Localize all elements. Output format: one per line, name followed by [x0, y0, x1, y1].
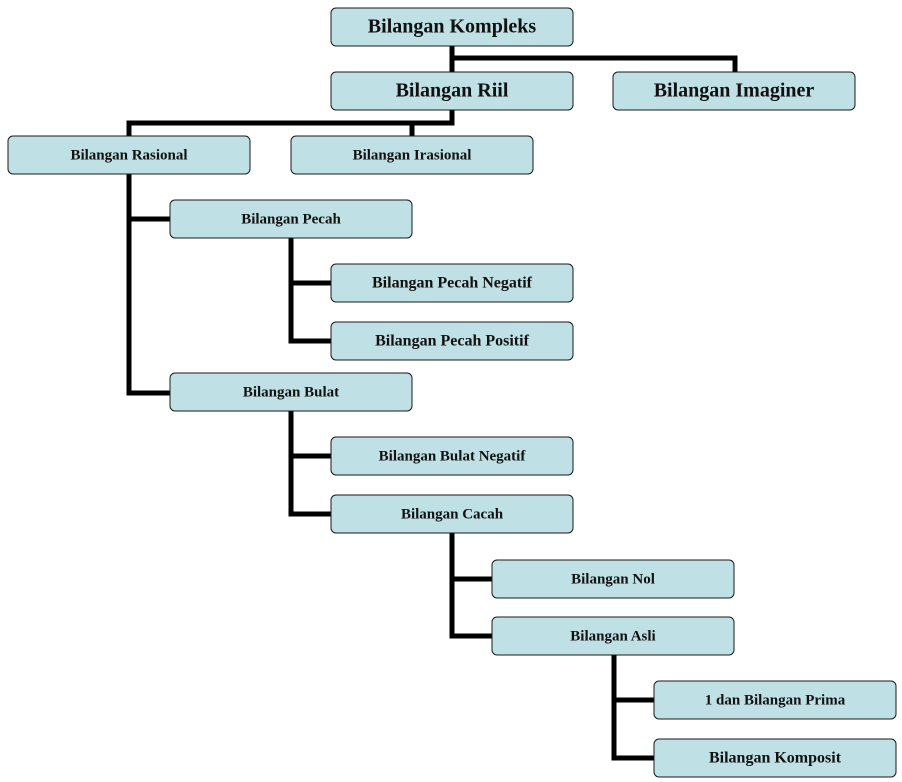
node-box-asli: [491, 616, 735, 656]
node-box-imaginer: [612, 71, 856, 111]
node-irasional: Bilangan Irasional: [290, 135, 534, 175]
node-box-prima: [653, 680, 897, 720]
node-label-riil: Bilangan Riil: [396, 80, 509, 102]
node-label-pecah: Bilangan Pecah: [241, 211, 341, 227]
connector-bulat-children: [288, 411, 331, 517]
node-label-asli: Bilangan Asli: [570, 628, 655, 644]
node-box-pecah: [169, 199, 413, 239]
node-rasional: Bilangan Rasional: [7, 135, 251, 175]
node-label-cacah: Bilangan Cacah: [401, 506, 504, 522]
node-label-bulat-negatif: Bilangan Bulat Negatif: [379, 448, 527, 464]
node-label-prima: 1 dan Bilangan Prima: [705, 692, 846, 708]
node-box-kompleks: [330, 7, 574, 47]
node-label-komposit: Bilangan Komposit: [709, 750, 842, 767]
connector-asli-children: [611, 655, 654, 761]
node-label-bulat: Bilangan Bulat: [243, 384, 339, 400]
node-label-nol: Bilangan Nol: [571, 571, 655, 587]
node-bulat: Bilangan Bulat: [169, 372, 413, 412]
node-label-pecah-negatif: Bilangan Pecah Negatif: [372, 275, 533, 292]
node-bulat-negatif: Bilangan Bulat Negatif: [330, 436, 574, 476]
node-pecah: Bilangan Pecah: [169, 199, 413, 239]
node-label-pecah-positif: Bilangan Pecah Positif: [375, 333, 529, 350]
node-box-rasional: [7, 135, 251, 175]
node-label-rasional: Bilangan Rasional: [70, 147, 187, 163]
connector-kompleks-imaginer: [449, 46, 738, 72]
connector-cacah-children: [449, 533, 492, 639]
node-box-bulat-negatif: [330, 436, 574, 476]
node-pecah-positif: Bilangan Pecah Positif: [330, 321, 574, 361]
node-box-nol: [491, 559, 735, 599]
node-prima: 1 dan Bilangan Prima: [653, 680, 897, 720]
node-box-irasional: [290, 135, 534, 175]
connector-riil-children: [126, 110, 455, 136]
node-box-bulat: [169, 372, 413, 412]
node-komposit: Bilangan Komposit: [653, 738, 897, 778]
node-cacah: Bilangan Cacah: [330, 494, 574, 534]
node-riil: Bilangan Riil: [330, 71, 574, 111]
node-nol: Bilangan Nol: [491, 559, 735, 599]
node-box-pecah-positif: [330, 321, 574, 361]
node-kompleks: Bilangan Kompleks: [330, 7, 574, 47]
node-label-kompleks: Bilangan Kompleks: [368, 16, 537, 38]
node-pecah-negatif: Bilangan Pecah Negatif: [330, 263, 574, 303]
node-label-imaginer: Bilangan Imaginer: [654, 80, 815, 102]
node-imaginer: Bilangan Imaginer: [612, 71, 856, 111]
node-asli: Bilangan Asli: [491, 616, 735, 656]
node-box-pecah-negatif: [330, 263, 574, 303]
connector-pecah-children: [288, 238, 331, 344]
connector-rasional-children: [126, 174, 170, 396]
node-box-cacah: [330, 494, 574, 534]
connector-lines: [126, 46, 738, 761]
node-label-irasional: Bilangan Irasional: [353, 147, 472, 163]
node-box-riil: [330, 71, 574, 111]
node-box-komposit: [653, 738, 897, 778]
